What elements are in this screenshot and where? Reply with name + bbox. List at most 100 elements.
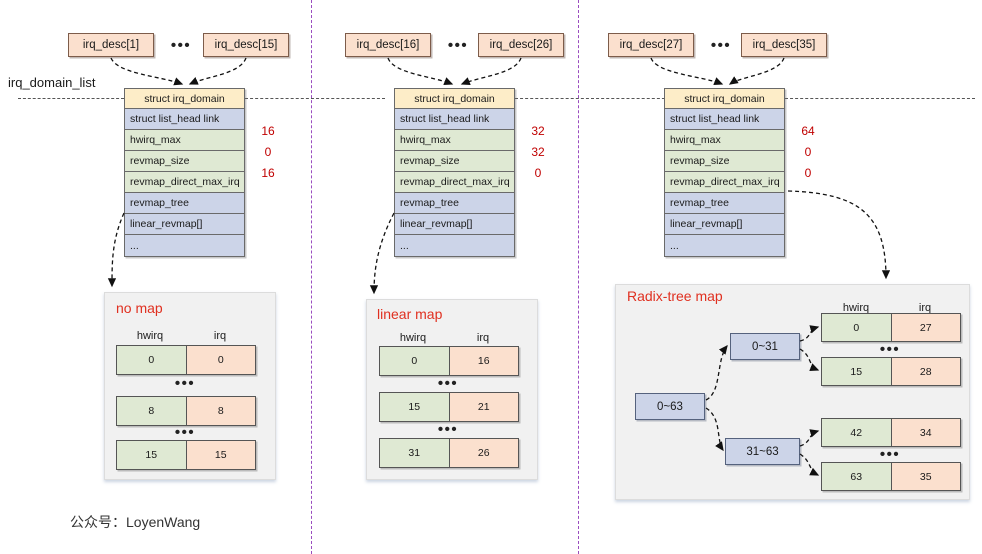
cell-hwirq: 0	[822, 314, 891, 341]
field-revmap-size: revmap_size	[395, 151, 514, 172]
value-revmap-direct-max-irq: 0	[804, 166, 812, 180]
struct-irq-domain-2: struct irq_domain struct list_head link …	[394, 88, 515, 257]
list-link-dash-3	[785, 98, 975, 99]
no-map-title: no map	[116, 300, 163, 316]
cell-hwirq: 42	[822, 419, 891, 446]
arrow-struct-to-no-map	[107, 212, 125, 288]
tree-node-upper[interactable]: 0~31	[730, 333, 800, 360]
value-revmap-size: 0	[804, 145, 812, 159]
section-divider-2	[578, 0, 579, 554]
arrow-desc-to-struct	[728, 57, 785, 85]
arrow-desc-to-struct	[650, 57, 724, 85]
column-header-irq: irq	[918, 302, 932, 314]
map-row: 63 35	[821, 462, 961, 491]
field-linear-revmap: linear_revmap[]	[125, 214, 244, 235]
cell-hwirq: 15	[117, 441, 186, 469]
value-revmap-size: 0	[264, 145, 272, 159]
tree-node-lower[interactable]: 31~63	[725, 438, 800, 465]
field-revmap-direct-max-irq: revmap_direct_max_irq	[125, 172, 244, 193]
arrow-desc-to-struct	[188, 57, 247, 85]
map-row: 8 8	[116, 396, 256, 426]
field-revmap-size: revmap_size	[125, 151, 244, 172]
map-row: 0 0	[116, 345, 256, 375]
field-linear-revmap: linear_revmap[]	[665, 214, 784, 235]
map-row: 42 34	[821, 418, 961, 447]
field-list-head-link: struct list_head link	[395, 109, 514, 130]
list-link-dash-2	[515, 98, 670, 99]
ellipsis: •••	[174, 424, 196, 441]
cell-irq: 27	[890, 314, 960, 341]
irq-desc-box[interactable]: irq_desc[26]	[478, 33, 564, 57]
ellipsis: •••	[437, 375, 459, 392]
cell-irq: 0	[185, 346, 255, 374]
tree-node-root[interactable]: 0~63	[635, 393, 705, 420]
field-list-head-link: struct list_head link	[125, 109, 244, 130]
ellipsis: •••	[437, 421, 459, 438]
irq-desc-box[interactable]: irq_desc[35]	[741, 33, 827, 57]
cell-irq: 8	[185, 397, 255, 425]
cell-irq: 28	[890, 358, 960, 385]
field-hwirq-max: hwirq_max	[395, 130, 514, 151]
arrow-desc-to-struct	[110, 57, 184, 86]
ellipsis: •••	[879, 446, 901, 463]
ellipsis: •••	[170, 36, 192, 54]
field-revmap-direct-max-irq: revmap_direct_max_irq	[665, 172, 784, 193]
linear-map-title: linear map	[377, 306, 443, 322]
list-link-dash-1	[245, 98, 385, 99]
struct-header: struct irq_domain	[665, 89, 784, 109]
cell-irq: 34	[890, 419, 960, 446]
irq-desc-box[interactable]: irq_desc[1]	[68, 33, 154, 57]
irq-desc-box[interactable]: irq_desc[27]	[608, 33, 694, 57]
watermark-caption: 公众号：LoyenWang	[70, 514, 201, 530]
field-hwirq-max: hwirq_max	[665, 130, 784, 151]
arrow-desc-to-struct	[460, 57, 522, 85]
map-row: 31 26	[379, 438, 519, 468]
field-more: ...	[125, 235, 244, 256]
cell-hwirq: 63	[822, 463, 891, 490]
list-link-dash-0	[18, 98, 124, 99]
map-row: 15 21	[379, 392, 519, 422]
cell-irq: 16	[448, 347, 518, 375]
arrow-desc-to-struct	[387, 57, 454, 85]
value-revmap-direct-max-irq: 0	[534, 166, 542, 180]
ellipsis: •••	[174, 375, 196, 392]
arrow-struct-to-radix-map	[787, 190, 891, 280]
column-header-hwirq: hwirq	[399, 332, 427, 344]
struct-irq-domain-1: struct irq_domain struct list_head link …	[124, 88, 245, 257]
cell-irq: 26	[448, 439, 518, 467]
struct-header: struct irq_domain	[395, 89, 514, 109]
field-revmap-tree: revmap_tree	[125, 193, 244, 214]
field-list-head-link: struct list_head link	[665, 109, 784, 130]
field-more: ...	[665, 235, 784, 256]
cell-hwirq: 0	[117, 346, 186, 374]
field-linear-revmap: linear_revmap[]	[395, 214, 514, 235]
section-divider-1	[311, 0, 312, 554]
cell-hwirq: 15	[822, 358, 891, 385]
irq-domain-list-label: irq_domain_list	[8, 75, 96, 90]
field-revmap-direct-max-irq: revmap_direct_max_irq	[395, 172, 514, 193]
arrow-struct-to-linear-map	[369, 212, 395, 295]
ellipsis: •••	[879, 341, 901, 358]
column-header-hwirq: hwirq	[842, 302, 870, 314]
value-hwirq-max: 32	[531, 124, 545, 138]
ellipsis: •••	[710, 36, 732, 54]
map-row: 0 27	[821, 313, 961, 342]
cell-hwirq: 0	[380, 347, 449, 375]
value-hwirq-max: 16	[261, 124, 275, 138]
column-header-irq: irq	[476, 332, 490, 344]
column-header-hwirq: hwirq	[136, 330, 164, 342]
cell-irq: 35	[890, 463, 960, 490]
cell-hwirq: 31	[380, 439, 449, 467]
field-more: ...	[395, 235, 514, 256]
cell-hwirq: 8	[117, 397, 186, 425]
struct-irq-domain-3: struct irq_domain struct list_head link …	[664, 88, 785, 257]
value-revmap-direct-max-irq: 16	[261, 166, 275, 180]
irq-desc-box[interactable]: irq_desc[15]	[203, 33, 289, 57]
value-revmap-size: 32	[531, 145, 545, 159]
cell-irq: 21	[448, 393, 518, 421]
irq-desc-box[interactable]: irq_desc[16]	[345, 33, 431, 57]
field-revmap-size: revmap_size	[665, 151, 784, 172]
column-header-irq: irq	[213, 330, 227, 342]
cell-irq: 15	[185, 441, 255, 469]
